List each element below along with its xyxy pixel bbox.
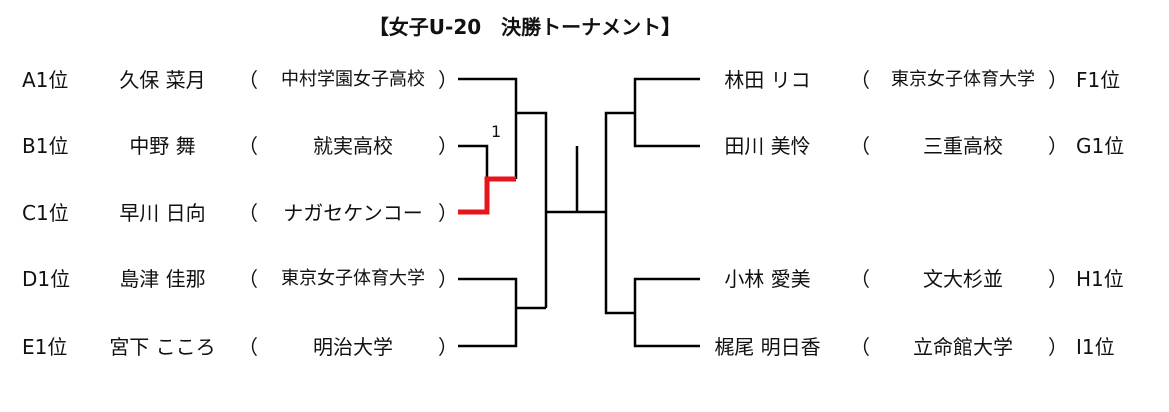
bracket-line-right-join xyxy=(604,111,635,315)
paren-close: ） xyxy=(438,267,458,291)
winner-lines xyxy=(458,176,516,215)
entry-rank: C1位 xyxy=(22,201,69,225)
entry-school: 中村学園女子高校 xyxy=(281,69,425,90)
paren-close: ） xyxy=(1048,267,1068,291)
bracket-lines xyxy=(458,77,700,348)
winner-path-c xyxy=(458,176,516,215)
entry-rank: E1位 xyxy=(22,335,68,359)
entry-rank: G1位 xyxy=(1076,134,1125,158)
entry-rank: B1位 xyxy=(22,134,69,158)
paren-close: ） xyxy=(438,68,458,92)
entry-school: 就実高校 xyxy=(313,134,393,158)
bracket-line-hi xyxy=(633,277,700,348)
paren-open: （ xyxy=(238,335,258,359)
match-number-label: 1 xyxy=(491,122,502,141)
paren-open: （ xyxy=(238,201,258,225)
paren-close: ） xyxy=(1048,134,1068,158)
paren-open: （ xyxy=(850,68,870,92)
entry-school: 三重高校 xyxy=(923,134,1003,158)
entry-school: 立命館大学 xyxy=(913,335,1013,359)
entry-rank: F1位 xyxy=(1076,68,1121,92)
entry-school: 東京女子体育大学 xyxy=(891,69,1035,90)
entry-name: 宮下 こころ xyxy=(109,335,216,359)
entry-school: 明治大学 xyxy=(313,335,393,359)
entry-name: 島津 佳那 xyxy=(119,267,206,291)
paren-open: （ xyxy=(238,134,258,158)
entry-rank: I1位 xyxy=(1076,335,1115,359)
entry-school: 文大杉並 xyxy=(923,267,1003,291)
bracket-line-ab xyxy=(516,111,548,308)
paren-open: （ xyxy=(850,335,870,359)
entry-school: 東京女子体育大学 xyxy=(281,268,425,289)
entry-name: 早川 日向 xyxy=(119,201,206,225)
entry-rank: D1位 xyxy=(22,267,71,291)
paren-open: （ xyxy=(850,267,870,291)
entry-name: 久保 菜月 xyxy=(119,68,206,92)
paren-close: ） xyxy=(1048,68,1068,92)
paren-open: （ xyxy=(850,134,870,158)
bracket-line-a xyxy=(458,77,518,179)
entry-name: 中野 舞 xyxy=(129,134,196,158)
paren-open: （ xyxy=(238,68,258,92)
bracket-line-de xyxy=(458,277,518,348)
entry-name: 林田 リコ xyxy=(724,68,811,92)
bracket-line-fg xyxy=(633,77,700,148)
entry-rank: H1位 xyxy=(1076,267,1124,291)
paren-close: ） xyxy=(438,201,458,225)
paren-close: ） xyxy=(438,335,458,359)
entry-name: 小林 愛美 xyxy=(724,267,811,291)
entry-name: 田川 美怜 xyxy=(724,134,811,158)
entry-school: ナガセケンコー xyxy=(283,201,423,225)
paren-close: ） xyxy=(438,134,458,158)
paren-open: （ xyxy=(238,267,258,291)
bracket-line-b xyxy=(458,144,489,179)
page-title: 【女子U-20 決勝トーナメント】 xyxy=(368,15,682,39)
entry-name: 梶尾 明日香 xyxy=(714,335,821,359)
entry-rank: A1位 xyxy=(22,68,69,92)
paren-close: ） xyxy=(1048,335,1068,359)
